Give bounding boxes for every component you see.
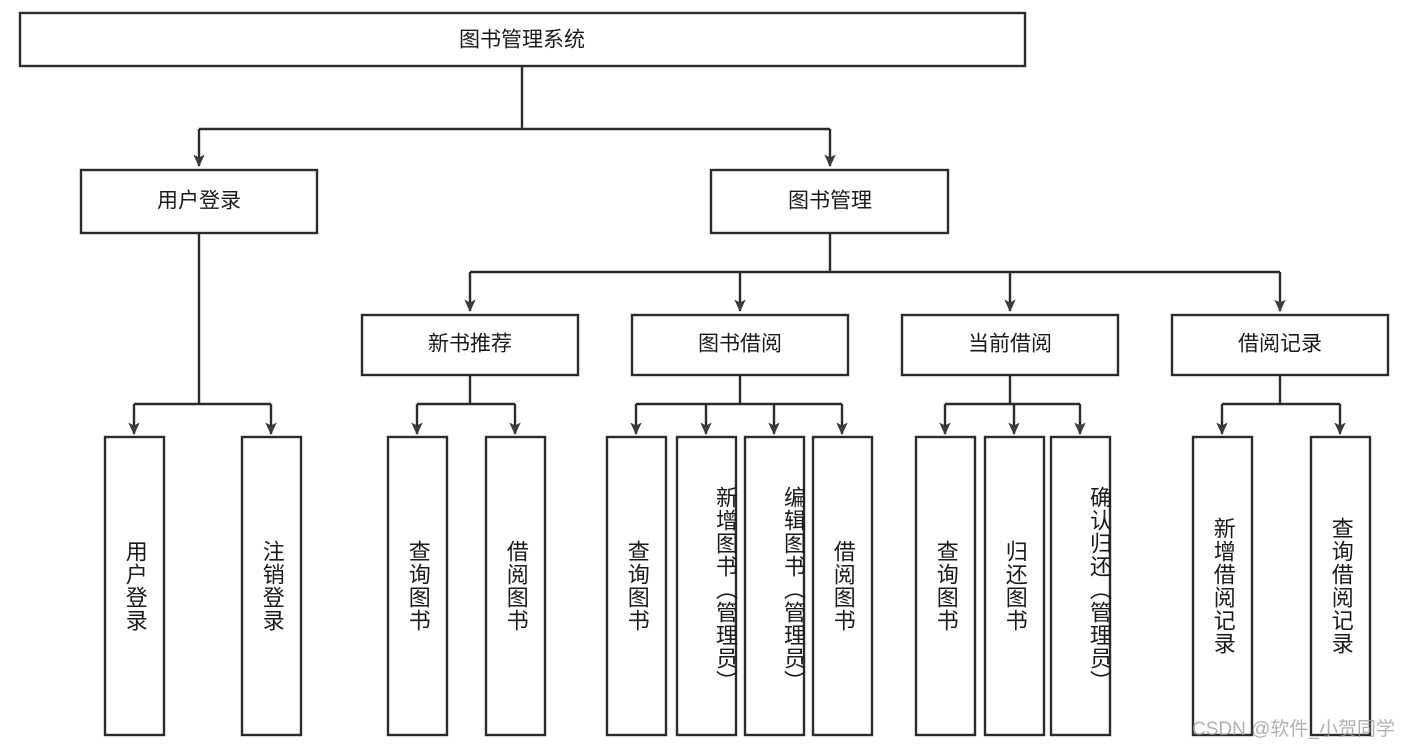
node-user-login-box[interactable] [79,168,319,235]
node-book-borrow-box[interactable] [630,313,850,377]
leaf-box-current-borrow-2[interactable] [1049,435,1112,737]
node-book-borrow[interactable]: 图书借阅 [630,313,850,377]
node-root[interactable]: 图书管理系统 [18,11,1027,68]
leaf-box-user-login-1[interactable] [240,435,303,737]
leaf-box-book-borrow-3[interactable] [811,435,874,737]
connector-group-book-borrow [630,375,848,435]
node-root-box[interactable] [18,11,1027,68]
leaf-boxes-user-login [103,435,303,737]
node-current-borrow-label: 当前借阅 [968,333,1052,356]
node-book-management-box[interactable] [709,168,950,235]
leaf-box-new-book-1[interactable] [484,435,547,737]
connector-group-root [193,66,836,167]
leaf-box-book-borrow-2[interactable] [743,435,806,737]
connector-group-new-book [411,375,521,435]
node-borrow-record-label: 借阅记录 [1238,333,1322,356]
node-user-login[interactable]: 用户登录 [79,168,319,235]
node-book-management[interactable]: 图书管理 [709,168,950,235]
node-borrow-record[interactable]: 借阅记录 [1170,313,1390,377]
leaf-box-user-login-0[interactable] [103,435,166,737]
node-book-borrow-label: 图书借阅 [698,333,782,356]
node-new-book-recommend[interactable]: 新书推荐 [360,313,580,377]
leaf-box-borrow-record-1[interactable] [1309,435,1372,737]
leaf-boxes-new-book-recommend [386,435,547,737]
node-current-borrow-box[interactable] [900,313,1120,377]
connector-group-user-login [128,233,277,435]
leaf-box-borrow-record-0[interactable] [1191,435,1254,737]
connector-group-book-mgmt [464,233,1286,312]
node-root-label: 图书管理系统 [459,29,585,52]
node-book-management-label: 图书管理 [788,190,872,213]
node-borrow-record-box[interactable] [1170,313,1390,377]
leaf-boxes-current-borrow [914,435,1112,737]
node-current-borrow[interactable]: 当前借阅 [900,313,1120,377]
node-new-book-recommend-box[interactable] [360,313,580,377]
leaf-boxes-book-borrow [605,435,874,737]
leaf-box-book-borrow-1[interactable] [675,435,738,737]
node-new-book-recommend-label: 新书推荐 [428,333,512,356]
node-user-login-label: 用户登录 [157,190,241,213]
leaf-box-current-borrow-1[interactable] [983,435,1046,737]
leaf-box-current-borrow-0[interactable] [914,435,977,737]
leaf-box-book-borrow-0[interactable] [605,435,668,737]
leaf-box-new-book-0[interactable] [386,435,449,737]
csdn-watermark: CSDN @软件_小贺同学 [1192,719,1395,740]
connector-group-borrow-record [1216,375,1346,435]
leaf-boxes-borrow-record [1191,435,1372,737]
connector-group-current-borrow [939,375,1086,435]
